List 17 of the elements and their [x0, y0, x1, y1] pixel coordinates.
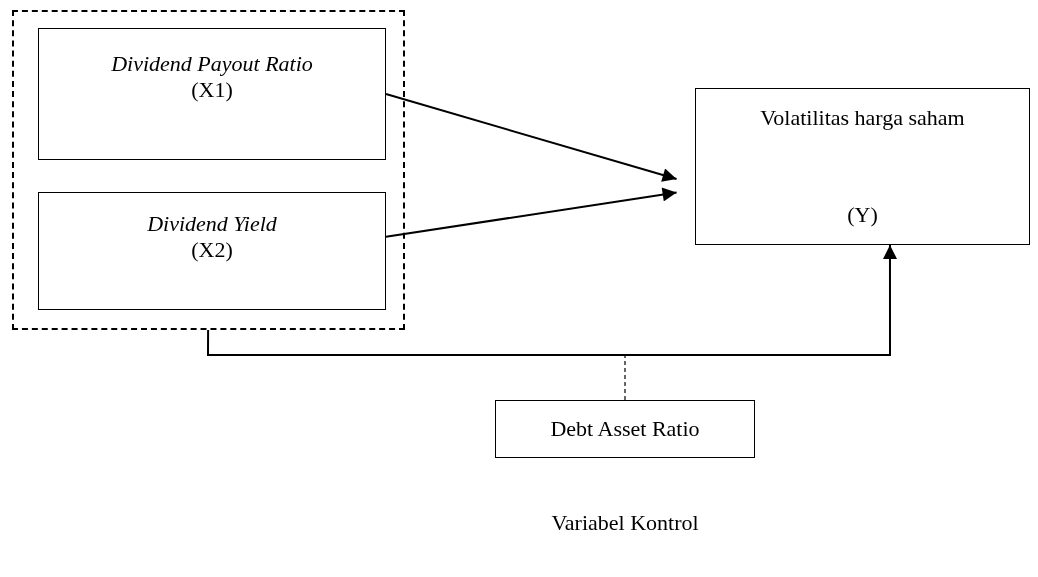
variable-symbol: (X1): [191, 77, 233, 104]
variable-box: [38, 28, 386, 160]
node-caption: Variabel Kontrol: [551, 510, 699, 536]
variable-box: [38, 192, 386, 310]
variable-name: Dividend Yield: [147, 211, 277, 238]
dashed-group-box: [12, 10, 405, 330]
dashed-connector: [624, 354, 626, 401]
variable-name: Dividend Payout Ratio: [111, 51, 313, 78]
variable-box: [495, 400, 755, 458]
variable-symbol: (X2): [191, 237, 233, 264]
variable-name: Volatilitas harga saham: [760, 105, 965, 132]
arrow: [207, 244, 897, 356]
variable-box: [695, 88, 1030, 245]
variable-symbol: (Y): [847, 201, 878, 228]
arrow: [385, 187, 678, 238]
variable-name: Debt Asset Ratio: [550, 415, 700, 443]
arrow: [385, 93, 678, 182]
